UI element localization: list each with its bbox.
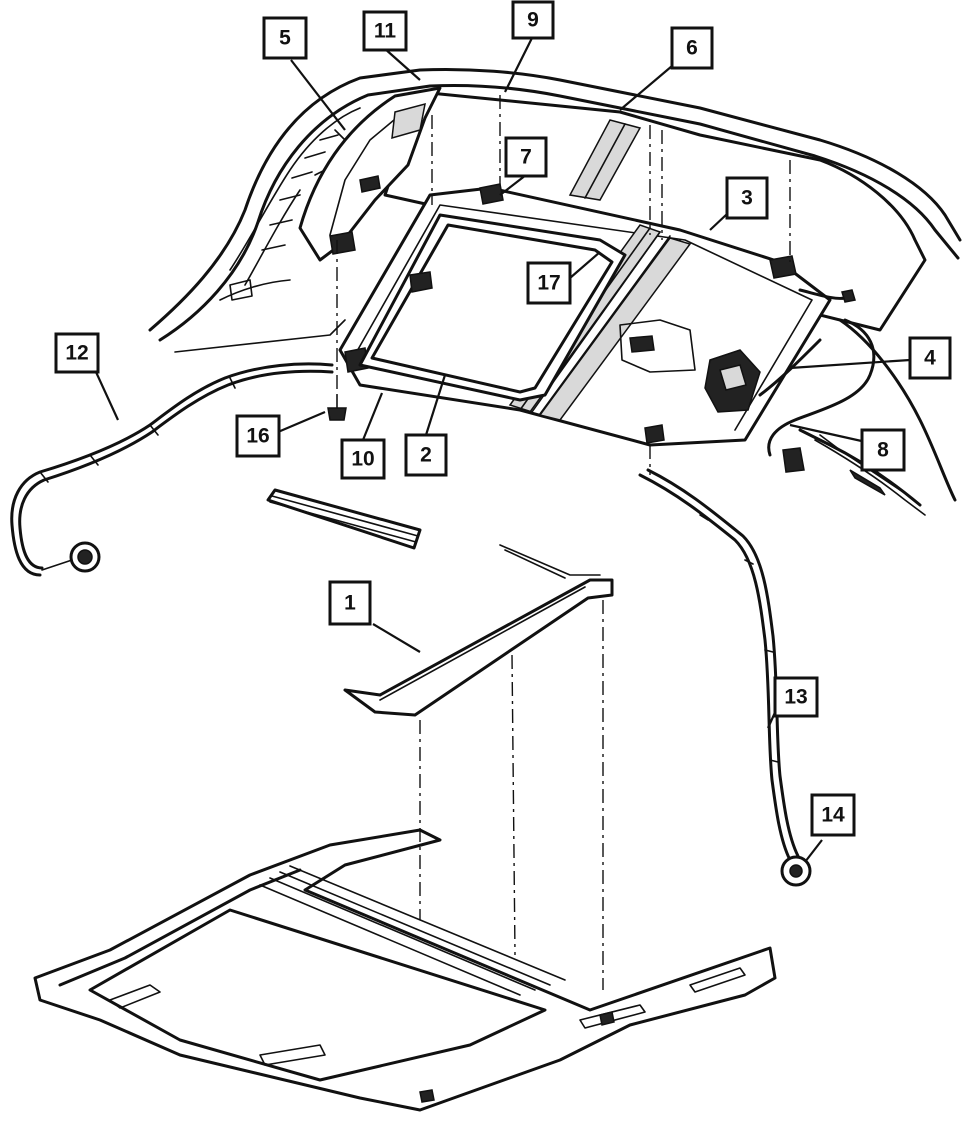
callout-2-label: 2: [420, 444, 432, 467]
callout-8: 8: [860, 428, 906, 472]
seal-strip: [266, 488, 422, 550]
callout-16-label: 16: [246, 425, 269, 448]
callout-10: 10: [340, 438, 386, 480]
callout-6: 6: [670, 26, 714, 70]
callout-17-label: 17: [537, 272, 560, 295]
callout-1: 1: [328, 580, 372, 626]
callout-11: 11: [362, 10, 408, 52]
callout-16: 16: [235, 414, 281, 458]
callout-11-label: 11: [374, 20, 397, 43]
callout-5: 5: [262, 16, 308, 60]
callouts: 1 2 3 4 5 6 7 8: [54, 0, 952, 837]
callout-17: 17: [526, 261, 572, 305]
headliner: [33, 828, 777, 1112]
leader-lines: [95, 37, 911, 863]
callout-14: 14: [810, 793, 856, 837]
glass-panel: [358, 213, 627, 402]
callout-5-label: 5: [279, 27, 291, 50]
callout-4-label: 4: [924, 347, 936, 370]
callout-7-label: 7: [520, 146, 532, 169]
sunshade: [343, 544, 614, 717]
callout-3-label: 3: [741, 187, 753, 210]
callout-10-label: 10: [351, 448, 374, 471]
front-drain-hose: [10, 362, 334, 577]
callout-7: 7: [504, 136, 548, 178]
callout-12-label: 12: [65, 342, 88, 365]
callout-13-label: 13: [784, 686, 807, 709]
motor-harness: [758, 318, 876, 473]
callout-8-label: 8: [877, 439, 889, 462]
callout-9-label: 9: [527, 9, 539, 32]
assembly-lines: [336, 95, 791, 990]
callout-3: 3: [725, 176, 769, 220]
callout-12: 12: [54, 332, 100, 374]
callout-9: 9: [511, 0, 555, 40]
callout-2: 2: [404, 433, 448, 477]
callout-6-label: 6: [686, 37, 698, 60]
callout-14-label: 14: [821, 804, 845, 827]
screw: [327, 394, 347, 421]
front-reinforcement: [298, 86, 442, 262]
callout-1-label: 1: [344, 592, 356, 615]
rear-drain-hose: [638, 468, 812, 887]
callout-4: 4: [908, 336, 952, 380]
callout-13: 13: [773, 676, 819, 718]
